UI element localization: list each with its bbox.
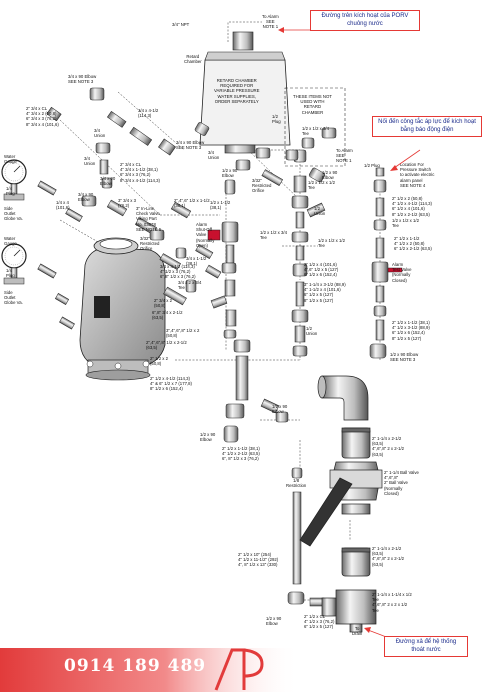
elbow-12-90-label: 1/2 x 90 Elbow — [322, 170, 338, 181]
callout-bottom: Đường xả để hệ thống thoát nước — [384, 636, 468, 657]
plug-12-b-label: 1/2 Plug — [364, 163, 380, 168]
plug-14-label: 1/4 Plug — [6, 186, 15, 197]
elbow-12-90-f-label: 1/2 x 90 Elbow — [266, 616, 282, 627]
alarm-valve-body — [79, 237, 166, 381]
alarm-test-label: Alarm Test Valve (Normally Closed) — [392, 262, 412, 283]
water-gauge-1-label: Water Gauge — [4, 154, 17, 165]
nipple-3-4-label: 3" 3/4 x 3 (76,2) — [118, 198, 137, 209]
nipple-34-212-label: 2" 3/4 x 2 (50,8) — [154, 298, 173, 309]
callout-right: Nối đến công tắc áp lực để kích hoạt bằn… — [372, 116, 482, 137]
fittings-upper-left — [37, 87, 197, 330]
nipples-12-bl-label: 2" 1/2 x 1-1/2 (38,1) 4" 1/2 x 2-1/2 (63… — [222, 446, 260, 462]
nipples-bottom-r-label: 2" 1/2 x CL 4" 1/2 x 3 (76,2) 6" 1/2 x 5… — [304, 614, 335, 630]
nipples-12-long-label: 2" 1/2 x 10" (254) 4" 1/2 x 11-1/2" (292… — [238, 552, 279, 568]
fittings-center — [194, 122, 271, 339]
tee-34-2-34-label: 3/4 x 2 x 3/4 Tee — [178, 280, 202, 291]
nipple-1-2-12-label: 2" 1/2 x 2 (50,8) — [150, 356, 169, 367]
nipples-34-b-label: 2" 3/4 x CL 4" 3/4 x 1-1/2 (38,1) 6" 3/4… — [120, 162, 160, 183]
union-34-left-label: 3/4 Union — [94, 128, 106, 139]
elbow-12-90-c-label: 1/2 x 90 Elbow SEE NOTE 3 — [390, 352, 419, 363]
pressure-switch-label: Location For Pressure Switch to activate… — [400, 162, 435, 188]
water-gauge-2-label: Water Gauge — [4, 236, 17, 247]
nipples-34-label: 2" 3/4 x CL 4" 3/4 x 2 (50,8) 6" 3/4 x 3… — [26, 106, 59, 127]
tee-12-12-12-label: 1/2 x 1/2 x 1/2 Tee — [308, 180, 335, 191]
nipple-34-2-34-b-label: 3",4",6",8" 1/2 x 2 (50,8) — [166, 328, 200, 339]
nipples-12-14-bottom-label: 2" 1/2 x 4-1/2 (114,3) 4" & 6" 1/2 x 7 (… — [150, 376, 192, 392]
elbow-34-mid-label: 3/4 x 90 Elbow SEE NOTE 3 — [176, 140, 205, 151]
fittings-right — [285, 127, 403, 359]
tee-12-r-label: 1/2 x 1/2 x 1/2 Tee — [392, 218, 419, 229]
nipple-34-112-b-label: 3/4 x 1-1/2 (38,1) — [186, 256, 207, 267]
npt-label: 3/4" NPT — [172, 22, 190, 27]
union-34-c-label: 3/4 Union — [84, 156, 96, 167]
tee-12-12-12-b-label: 1/2 x 1/2 x 1/2 Tee — [318, 238, 345, 249]
callout-top: Đường trên kích hoạt của PORV chuông nướ… — [310, 10, 420, 31]
restriction-18-label: 1/8 Restriction — [286, 478, 307, 489]
nipple-34-412-label: 3/4 x 4-1/2 (114,3) — [138, 108, 159, 119]
fittings-center-right — [261, 137, 326, 357]
ap-logo-icon — [214, 648, 264, 691]
check-valve-label: 3" In-Line Check Valve Viking Part No. 0… — [136, 206, 162, 232]
elbow-12-90-e-label: 1/2 x 90 Elbow — [200, 432, 216, 443]
nipples-114-212-label: 2" 1-1/4 x 2-1/2 (63,5) 4",6",8" 2 x 2-1… — [372, 436, 405, 457]
union-12-label: 1/2 Union — [314, 206, 326, 217]
retard-chamber-label: Retard Chamber — [184, 54, 202, 65]
to-alarm-right-label: To Alarm SEE NOTE 1 — [336, 148, 353, 164]
tee-12-12-34-label: 1/2 x 1/2 x 3/4 Tee — [302, 126, 329, 137]
nipples-12-r2-label: 2" 1/2 x 2 (50,8) 4" 1/2 x 4-1/2 (114,3)… — [392, 196, 432, 217]
water-gauge-lower — [1, 243, 27, 285]
to-drain-label: To Drain — [352, 626, 363, 637]
phone-number-watermark: 0914 189 489 — [64, 656, 207, 676]
elbow-34-x-212-label: 3/4 x 90 Elbow — [100, 176, 116, 187]
retard-chamber-note: RETARD CHAMBER REQUIRED FOR VARIABLE PRE… — [214, 78, 260, 104]
elbow-34-top-label: 3/4 x 90 Elbow SEE NOTE 3 — [68, 74, 97, 85]
nipple-12-112-label: 1/2 x 1-1/2 (38,1) — [210, 200, 231, 211]
tee-114-label: 2" 1-1/4 x 1-1/4 x 1/2 Tee 4",6",8" 2 x … — [372, 592, 412, 613]
items-not-used-label: THESE ITEMS NOT USED WITH RETARD CHAMBER — [293, 94, 332, 115]
to-alarm-top-label: To Alarm SEE NOTE 1 — [262, 14, 279, 30]
elbow-12-top-label: 1/2 x 90 Elbow — [222, 168, 238, 179]
nipples-34-left-mid-label: 3/4 x 4-1/2 (114,3) 4" 1/2 x 3 (76,2) 6"… — [160, 264, 196, 280]
nipples-12-right-label: 2" 1/2 x 1-1/2 (38,1) 4" 1/2 x 3-1/2 (88… — [392, 320, 430, 341]
water-gauge-upper — [1, 159, 27, 201]
side-outlet-1-label: Side Outlet Globe Va. — [4, 206, 23, 222]
nipple-14x4-label: 1/4 x 4 (101,6) — [56, 200, 70, 211]
nipples-2-4-6-label: 2",4",6" 1/2 x 1-1/2 (38,1) — [174, 198, 210, 209]
phone-banner-bg — [0, 648, 300, 692]
plug-12-a-label: 1/2 Plug — [272, 114, 281, 125]
restricted-orifice-1-label: 3/32" Restricted Orifice — [252, 178, 272, 194]
nipples-12-mid-label: 2" 1/2 x 4 (101,6) 4",6" 1/2 x 5 (127) 6… — [304, 262, 339, 278]
plug-14-b-label: 1/4 Plug — [6, 268, 15, 279]
restricted-orifice-2-label: 3/32" Restricted Orifice — [140, 236, 160, 252]
alarm-shutoff-label: Alarm Shut-Off Valve (Normally Open) — [196, 222, 215, 248]
union-34-b-label: 3/4 Union — [208, 150, 220, 161]
elbow-12-90-d-label: 1/2 x 90 Elbow — [272, 404, 288, 415]
side-outlet-2-label: Side Outlet Globe Va. — [4, 290, 23, 306]
tee-12-12-34-b-label: 1/2 x 1/2 x 3/4 Tee — [260, 230, 287, 241]
ball-valve-label: 2" 1-1/4 Ball Valve 4",6",8" 2" Ball Val… — [384, 470, 419, 496]
retard-chamber — [199, 31, 291, 154]
items-not-used-box — [284, 87, 346, 167]
nipples-412-14-label: 2",4",6",8" 1/2 x 2-1/2 (63,5) — [146, 340, 187, 351]
nipples-12-212-label: 2" 1/2 x 1-1/2 4" 1/2 x 2 (50,8) 6" 1/2 … — [394, 236, 432, 252]
nipples-1-12-mid-label: 3" 1-1/4 x 3-1/2 (88,9) 4" 1-1/2 x 4 (10… — [304, 282, 346, 303]
union-12-b-label: 1/2 Union — [306, 326, 318, 337]
nipples-34-212-c-label: 6",8" 3/4 x 2-1/2 (63,5) — [152, 310, 183, 321]
elbow-34-90-label: 3/4 x 90 Elbow — [78, 192, 94, 203]
drain-assembly — [299, 375, 383, 633]
nipples-114-212-b-label: 2" 1-1/4 x 2-1/2 (63,5) 4",6",8" 2 x 2-1… — [372, 546, 405, 567]
